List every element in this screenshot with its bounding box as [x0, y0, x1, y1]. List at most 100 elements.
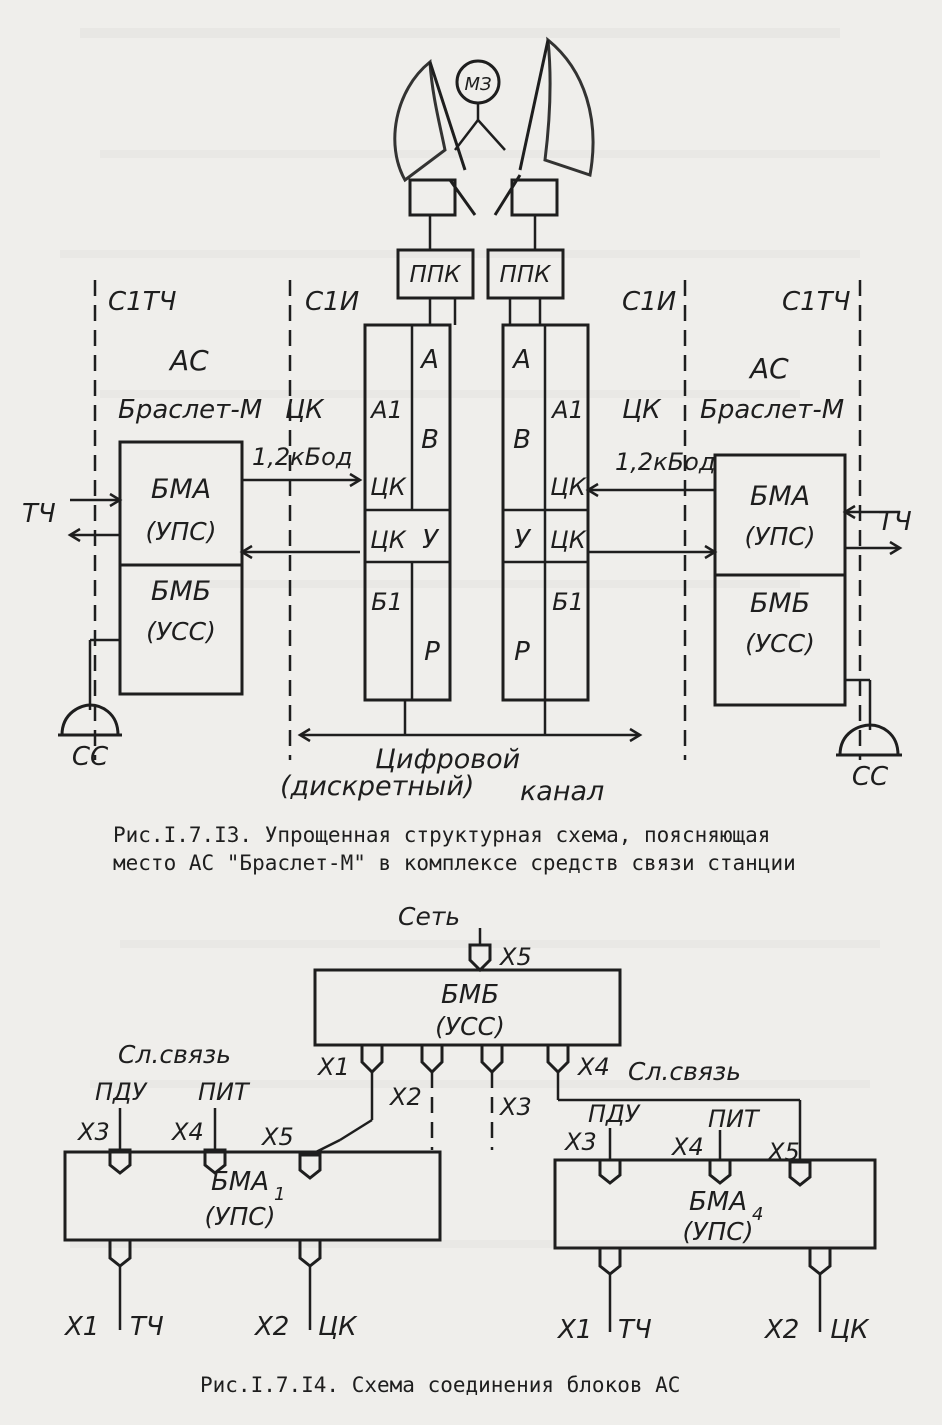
label-digital: Цифровой — [375, 744, 520, 775]
svg-text:4: 4 — [752, 1204, 763, 1225]
svg-text:(УСС): (УСС) — [435, 1012, 505, 1041]
label-s1tch-left: С1ТЧ — [108, 287, 177, 317]
svg-text:БМБ: БМБ — [441, 980, 499, 1010]
mz-satellite-symbol: МЗ — [454, 59, 506, 151]
left-as-block: БМА (УПС) БМБ (УСС) — [118, 440, 244, 696]
svg-text:ТЧ: ТЧ — [618, 1315, 652, 1345]
svg-text:X2: X2 — [388, 1083, 422, 1111]
caption-fig14: Рис.I.7.I4. Схема соединения блоков АС — [200, 1373, 680, 1397]
label-braslet-right: Браслет-М — [700, 395, 844, 425]
svg-text:Б1: Б1 — [371, 588, 403, 616]
right-bmb-label: БМБ — [750, 588, 810, 619]
svg-text:X1: X1 — [556, 1315, 592, 1345]
caption-fig13-line2: место АС "Браслет-М" в комплексе средств… — [113, 851, 796, 875]
svg-text:ЦК: ЦК — [370, 526, 407, 554]
svg-text:ТЧ: ТЧ — [130, 1312, 164, 1342]
svg-text:Б1: Б1 — [552, 588, 584, 616]
svg-text:БМА: БМА — [211, 1167, 269, 1197]
svg-text:ЦК: ЦК — [318, 1312, 358, 1342]
svg-text:X4: X4 — [170, 1118, 204, 1146]
svg-text:X2: X2 — [763, 1315, 799, 1345]
svg-text:X2: X2 — [253, 1312, 289, 1342]
antenna-right — [493, 36, 595, 250]
svg-text:СС: СС — [852, 762, 889, 792]
label-discrete: (дискретный) — [280, 771, 474, 802]
svg-text:У: У — [514, 525, 532, 555]
left-bmb-label: БМБ — [151, 576, 211, 607]
svg-text:А1: А1 — [369, 396, 403, 424]
svg-text:В: В — [513, 425, 531, 455]
left-bma-label: БМА — [151, 474, 211, 505]
ppk-right-box: ППК — [486, 248, 565, 300]
svg-text:ПИТ: ПИТ — [198, 1078, 251, 1106]
figure-14: Сеть X5 БМБ (УСС) X1 X2 X3 X4 Сл.связь С… — [63, 902, 877, 1397]
bmb-block: БМБ (УСС) — [313, 968, 622, 1047]
label-tsk-right-top: ЦК — [622, 395, 662, 425]
figure-13: МЗ ППК ППК С1ТЧ С1И АС Браслет-М ЦК 1,2к… — [22, 36, 912, 875]
label-braslet-left: Браслет-М — [118, 395, 262, 425]
label-speed-right: 1,2кБод — [615, 448, 715, 476]
label-channel: канал — [520, 776, 604, 807]
svg-text:СС: СС — [72, 742, 109, 772]
right-uss-label: (УСС) — [745, 629, 815, 658]
label-s1i-right: С1И — [622, 287, 676, 317]
svg-text:Р: Р — [514, 637, 530, 667]
svg-text:X1: X1 — [316, 1053, 350, 1081]
label-s1i-left: С1И — [305, 287, 359, 317]
label-speed-left: 1,2кБод — [252, 443, 352, 471]
svg-text:ЦК: ЦК — [550, 526, 587, 554]
svg-text:ПДУ: ПДУ — [588, 1100, 641, 1128]
label-s1tch-right: С1ТЧ — [782, 287, 851, 317]
label-sl-svyaz-left: Сл.связь — [118, 1040, 231, 1069]
svg-text:X4: X4 — [576, 1053, 610, 1081]
svg-text:Р: Р — [424, 637, 440, 667]
svg-text:ППК: ППК — [410, 262, 463, 288]
left-uss-label: (УСС) — [146, 617, 216, 646]
svg-text:А1: А1 — [550, 396, 584, 424]
right-bma-label: БМА — [750, 481, 810, 512]
center-right-column: А А1 В ЦК ЦК У Б1 Р — [501, 323, 590, 702]
svg-text:X5: X5 — [260, 1123, 294, 1151]
svg-text:БМА: БМА — [689, 1187, 747, 1217]
svg-text:ЦК: ЦК — [550, 473, 587, 501]
left-ups-label: (УПС) — [146, 517, 217, 546]
right-as-block: БМА (УПС) БМБ (УСС) — [713, 453, 847, 707]
bma1-block: БМА 1 (УПС) — [63, 1150, 442, 1242]
label-as-left: АС — [168, 344, 209, 377]
label-tsk-left-top: ЦК — [285, 395, 325, 425]
svg-text:1: 1 — [274, 1184, 285, 1205]
center-left-column: А А1 В ЦК ЦК У Б1 Р — [363, 323, 452, 702]
svg-text:X5: X5 — [498, 943, 532, 971]
antenna-left — [393, 59, 477, 250]
right-ups-label: (УПС) — [745, 522, 816, 551]
caption-fig13-line1: Рис.I.7.I3. Упрощенная структурная схема… — [113, 823, 770, 847]
svg-text:А: А — [511, 345, 531, 375]
svg-text:ППК: ППК — [500, 262, 553, 288]
svg-text:МЗ: МЗ — [464, 74, 492, 95]
ss-telephone-left: СС — [58, 638, 122, 772]
svg-text:ПДУ: ПДУ — [95, 1078, 148, 1106]
label-as-right: АС — [748, 352, 789, 385]
svg-text:А: А — [419, 345, 439, 375]
ppk-left-box: ППК — [396, 248, 475, 300]
svg-text:(УПС): (УПС) — [205, 1202, 276, 1231]
connector-x5-top — [468, 943, 492, 973]
svg-text:X3: X3 — [563, 1128, 597, 1156]
bma4-block: БМА 4 (УПС) — [553, 1158, 877, 1250]
svg-text:ЦК: ЦК — [830, 1315, 870, 1345]
ss-telephone-right: СС — [836, 678, 902, 792]
label-sl-svyaz-right: Сл.связь — [628, 1057, 741, 1086]
svg-text:В: В — [421, 425, 439, 455]
svg-text:ЦК: ЦК — [370, 473, 407, 501]
svg-text:(УПС): (УПС) — [683, 1217, 754, 1246]
svg-text:ПИТ: ПИТ — [708, 1105, 761, 1133]
svg-text:X4: X4 — [670, 1133, 704, 1161]
label-set: Сеть — [398, 902, 460, 931]
svg-text:X3: X3 — [498, 1093, 532, 1121]
svg-text:X1: X1 — [63, 1312, 99, 1342]
svg-text:У: У — [422, 525, 440, 555]
svg-text:X3: X3 — [76, 1118, 110, 1146]
label-tch-left: ТЧ — [22, 499, 56, 529]
